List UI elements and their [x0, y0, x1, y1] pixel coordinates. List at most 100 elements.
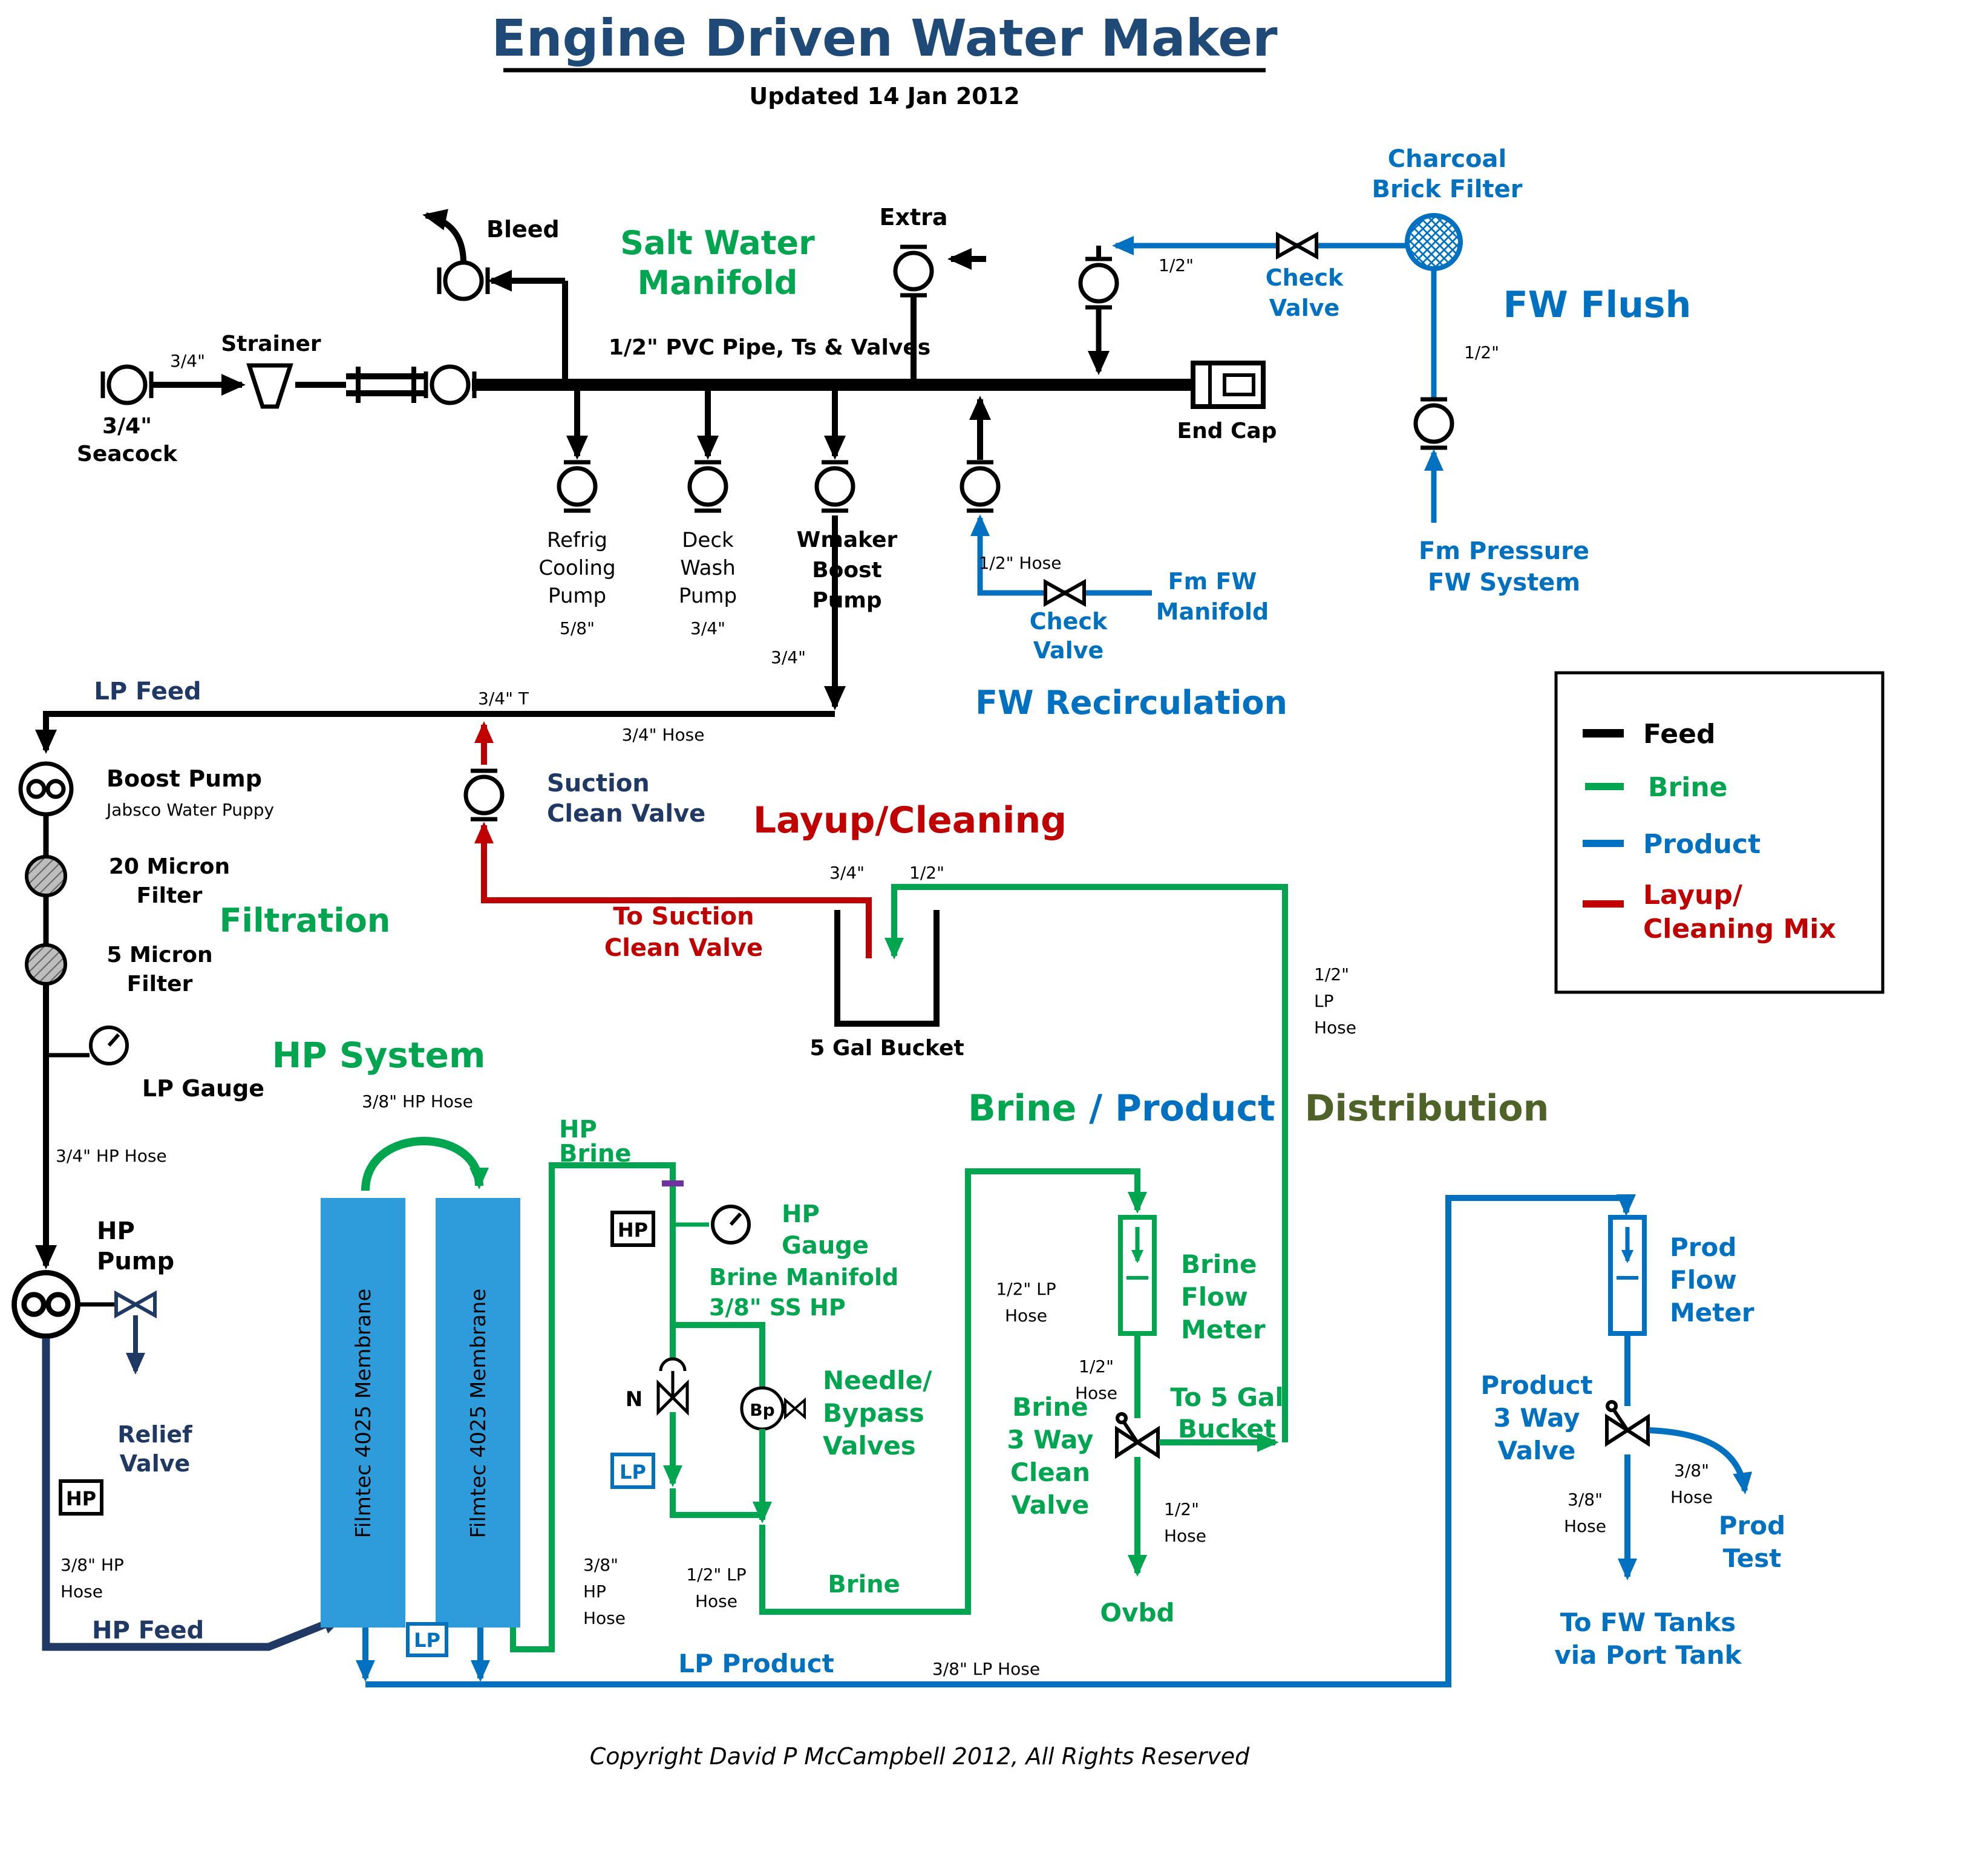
hose38-mid-label-1: 3/8" — [583, 1555, 618, 1575]
hp-tag-left: HP — [66, 1487, 96, 1510]
needle-bypass-label-2: Bypass — [823, 1398, 924, 1428]
wmaker-label-2: Boost — [812, 558, 882, 583]
lp-gauge-label: LP Gauge — [142, 1075, 264, 1102]
to-suction-label-1: To Suction — [613, 903, 754, 931]
wmaker-label-1: Wmaker — [797, 528, 898, 552]
brine-3way-label-4: Valve — [1012, 1490, 1090, 1520]
legend-brine-label: Brine — [1648, 772, 1727, 803]
lp-product-pipe — [365, 1194, 1636, 1687]
filter5-label-2: Filter — [127, 972, 193, 996]
page-title: Engine Driven Water Maker — [491, 8, 1278, 68]
union-coupling-icon — [346, 367, 426, 403]
to-fw-tanks-label-1: To FW Tanks — [1560, 1608, 1736, 1637]
layup-cleaning-title: Layup/Cleaning — [753, 799, 1067, 842]
filtration-title: Filtration — [220, 901, 391, 940]
hp-gauge-icon — [713, 1206, 749, 1243]
filter20-label-2: Filter — [137, 883, 203, 908]
prod-flow-meter-label-2: Flow — [1670, 1265, 1737, 1295]
salt-water-manifold-section: 3/4" 3/4" Seacock Strainer 1/2" PVC Pipe… — [77, 204, 1277, 710]
brine-3way-label-1: Brine — [1012, 1392, 1088, 1422]
recirc-fm-label-1: Fm FW — [1168, 568, 1257, 595]
refrig-label-2: Cooling — [538, 556, 615, 580]
relief-label-1: Relief — [117, 1421, 192, 1448]
strainer-label: Strainer — [221, 332, 321, 356]
bleed-valve-icon — [439, 263, 488, 299]
charcoal-label-1: Charcoal — [1388, 145, 1506, 173]
brine-run-label: Brine — [828, 1571, 900, 1598]
layup-cleaning-section: Suction Clean Valve To Suction Clean Val… — [466, 721, 1067, 1061]
membrane-interconnect-hose — [361, 1137, 489, 1191]
legend-layup-label-1: Layup/ — [1643, 880, 1743, 911]
brine-return-label-2: LP — [1314, 991, 1333, 1011]
legend-feed-label: Feed — [1643, 719, 1715, 750]
suction-clean-label-1: Suction — [547, 770, 650, 797]
prod-flow-meter-label-3: Meter — [1670, 1298, 1754, 1327]
hp-brine-pipe — [510, 1162, 676, 1652]
lp-tag-box-manifold — [610, 1453, 655, 1489]
lp-gauge-icon — [91, 1027, 127, 1064]
flush-inlet-valve-icon — [1081, 259, 1117, 307]
boost-pump-icon — [21, 764, 71, 814]
distribution-title-product: Product — [1115, 1087, 1275, 1130]
charcoal-label-2: Brick Filter — [1372, 175, 1523, 203]
brine-return-label-3: Hose — [1314, 1018, 1356, 1038]
brine-hose-b-label-2: Hose — [1164, 1526, 1206, 1546]
lp-tag-membrane: LP — [414, 1629, 440, 1652]
membrane-1-label: Filmtec 4025 Membrane — [351, 1289, 376, 1538]
brine-return-to-bucket-pipe — [884, 884, 1288, 1442]
deck-label-2: Wash — [680, 556, 736, 580]
hose38-top-label: 3/8" HP Hose — [362, 1091, 473, 1111]
relief-valve-icon — [114, 1290, 157, 1319]
seacock-pipe-size: 3/4" — [170, 351, 205, 371]
recirc-check-valve-icon — [1045, 582, 1084, 604]
product-3way-label-2: 3 Way — [1493, 1403, 1580, 1433]
hp-brine-label-1: HP — [559, 1116, 597, 1143]
prod-test-hose-label-1: 3/8" — [1674, 1461, 1709, 1480]
product-3way-valve-icon — [1607, 1402, 1648, 1444]
lp-hose-mid-label-2: Hose — [695, 1591, 737, 1611]
pvc-pipe-label: 1/2" PVC Pipe, Ts & Valves — [609, 335, 930, 360]
brine-hose-b-label-1: 1/2" — [1164, 1499, 1199, 1519]
lp-hose-mid-label-1: 1/2" LP — [686, 1565, 746, 1585]
refrig-valve-icon — [559, 462, 595, 511]
to-5gal-label-2: Bucket — [1178, 1414, 1276, 1444]
bypass-branch-pipe — [673, 1322, 765, 1387]
brine-hose-a-label-1: 1/2" — [1079, 1356, 1114, 1376]
prod-test-hose — [1649, 1427, 1753, 1494]
flush-fm-label-2: FW System — [1428, 569, 1580, 597]
legend-layup-label-2: Cleaning Mix — [1643, 914, 1836, 944]
hp-tag-box-manifold — [610, 1211, 655, 1247]
hose34-label: 3/4" HP Hose — [56, 1146, 167, 1166]
wmaker-label-3: Pump — [812, 588, 881, 613]
lp-product-label: LP Product — [678, 1649, 834, 1678]
tanks-hose-label-2: Hose — [1564, 1516, 1606, 1536]
to-fw-tanks-label-2: via Port Tank — [1554, 1640, 1742, 1670]
seacock-label-1: 3/4" — [102, 414, 152, 439]
lp-tag-manifold: LP — [620, 1461, 646, 1484]
needle-valve-tag: N — [626, 1387, 643, 1412]
filter-5-micron-icon — [27, 945, 65, 984]
lp-product-hose-label: 3/8" LP Hose — [932, 1659, 1040, 1679]
fw-flush-section: Charcoal Brick Filter FW Flush 1/2" Chec… — [1081, 145, 1691, 597]
deck-valve-icon — [690, 462, 726, 511]
hp-pump-icon — [15, 1273, 78, 1336]
recirc-fm-label-2: Manifold — [1156, 598, 1269, 625]
wmaker-size-label: 3/4" — [771, 647, 806, 667]
brine-flow-meter-label-3: Meter — [1181, 1315, 1266, 1344]
charcoal-filter-icon — [1405, 213, 1463, 271]
relief-label-2: Valve — [120, 1450, 191, 1477]
wmaker-valve-icon — [817, 462, 853, 511]
layup-hose — [481, 849, 872, 958]
hp-tag-manifold: HP — [618, 1219, 648, 1242]
hp-gauge-label-1: HP — [782, 1200, 820, 1228]
needle-bypass-join-pipe — [670, 1488, 762, 1518]
prod-test-label-1: Prod — [1719, 1511, 1785, 1540]
to-5gal-label-1: To 5 Gal — [1170, 1382, 1284, 1412]
hp-tag-box-left — [59, 1479, 103, 1516]
legend-box: Feed Brine Product Layup/ Cleaning Mix — [1554, 671, 1885, 994]
fw-flush-title: FW Flush — [1503, 284, 1692, 326]
brine-flow-meter-label-2: Flow — [1181, 1282, 1248, 1312]
lp-feed-label: LP Feed — [94, 678, 201, 705]
prod-test-hose-label-2: Hose — [1670, 1487, 1713, 1507]
